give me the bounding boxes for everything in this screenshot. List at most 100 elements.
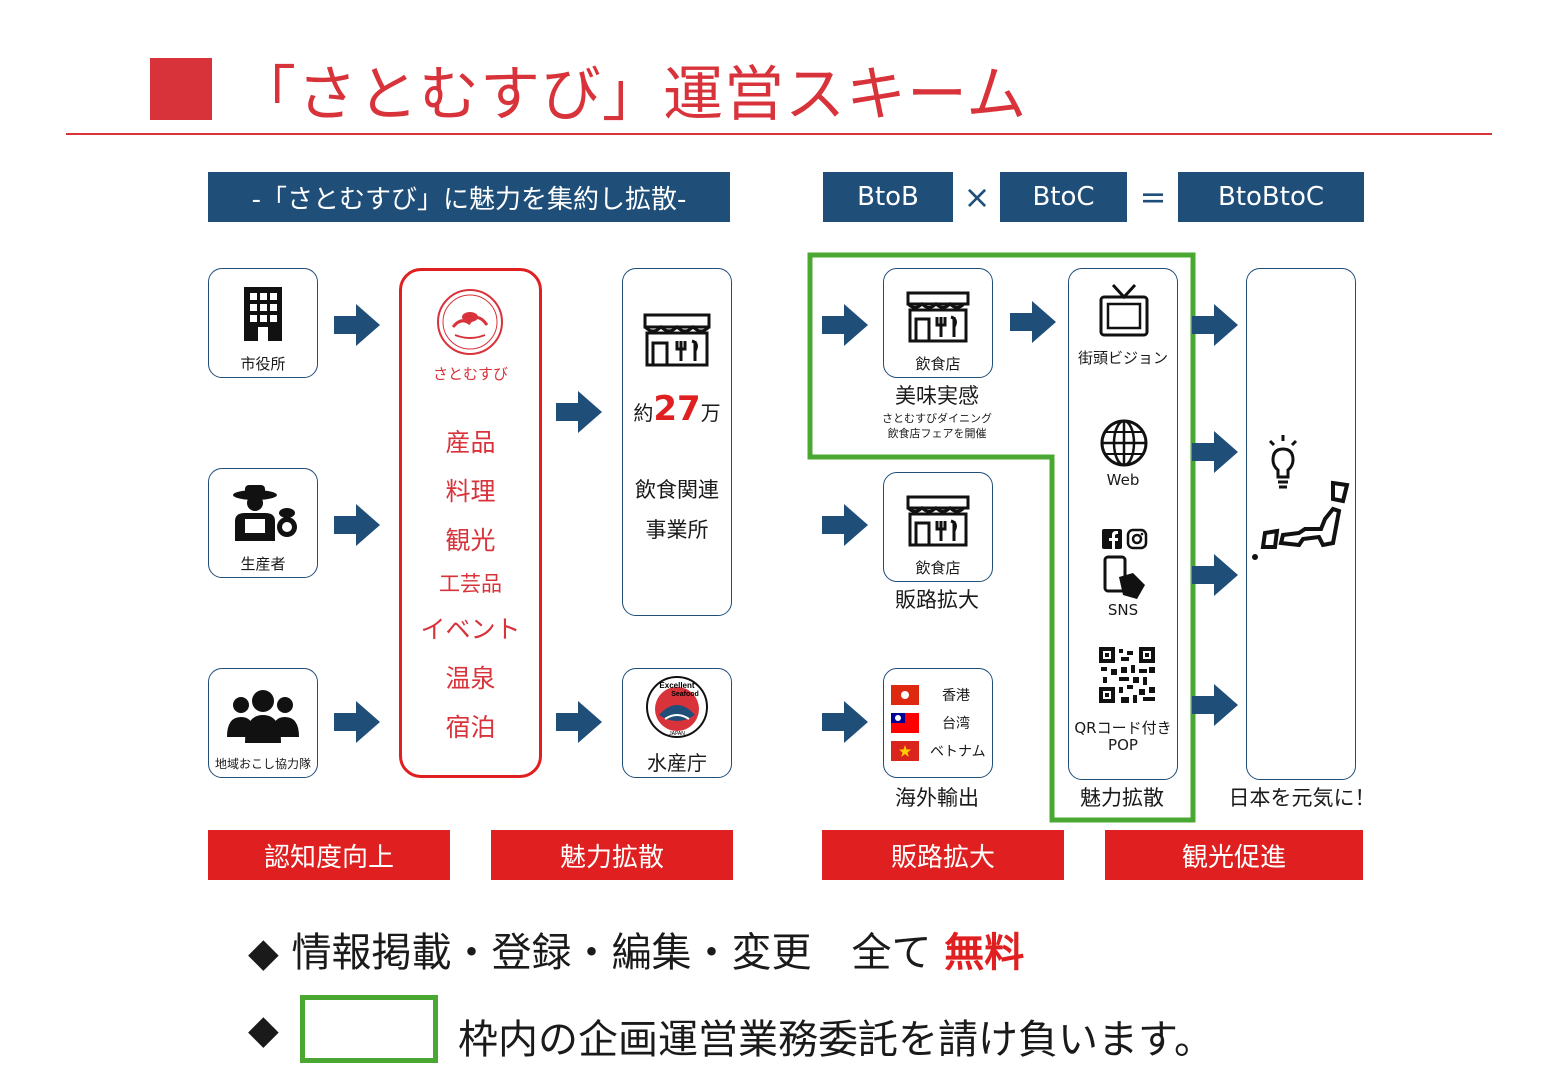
goal-label: 日本を元気に！: [1228, 786, 1376, 810]
count-prefix: 約: [633, 401, 654, 425]
globe-icon: [1100, 419, 1148, 467]
media-label: SNS: [1107, 601, 1139, 619]
taiwan-flag-icon: [891, 713, 919, 733]
bar-tourism: 観光促進: [1105, 830, 1363, 880]
japan-map-icon: [1252, 480, 1350, 560]
building-icon: [244, 287, 282, 341]
channel-title: 販路拡大: [895, 588, 979, 612]
country-label: 香港: [942, 688, 970, 704]
arrow-icon: [822, 701, 868, 743]
media-footer: 魅力拡散: [1080, 786, 1164, 810]
hub-item: 料理: [445, 477, 496, 506]
media-label: Web: [1106, 471, 1140, 489]
source-label: 市役所: [240, 355, 286, 373]
arrow-icon: [822, 304, 868, 346]
channel-restaurant-tasting: 飲食店: [883, 268, 993, 378]
media-label: POP: [1108, 736, 1138, 754]
times-sign: ×: [963, 178, 991, 216]
arrow-icon: [1192, 684, 1238, 726]
channel-overseas-export: 香港 台湾 ベトナム: [883, 668, 993, 778]
media-label: 街頭ビジョン: [1077, 349, 1168, 367]
fisheries-box: Excellent Seafood JAPAN 水産庁: [622, 668, 732, 778]
source-label: 地域おこし協力隊: [214, 757, 311, 771]
note-free-emphasis: 無料: [944, 930, 1025, 976]
btoc-label: BtoC: [1000, 172, 1127, 222]
hub-item: 産品: [445, 428, 496, 457]
restaurant-icon: [643, 313, 711, 367]
lightbulb-icon: [1268, 435, 1298, 489]
arrow-icon: [334, 504, 380, 546]
channel-box-label: 飲食店: [915, 355, 961, 373]
excellent-seafood-logo-icon: Excellent Seafood JAPAN: [646, 676, 708, 738]
channel-box-label: 飲食店: [915, 559, 961, 577]
hong-kong-flag-icon: [891, 685, 919, 705]
btob-label: BtoB: [823, 172, 953, 222]
left-banner: -「さとむすび」に魅力を集約し拡散-: [208, 172, 730, 222]
farmer-icon: [233, 485, 297, 541]
restaurant-line2: 事業所: [645, 518, 709, 542]
title-divider: [66, 133, 1492, 135]
arrow-icon: [822, 504, 868, 546]
hub-item: 観光: [445, 526, 496, 555]
arrow-icon: [556, 391, 602, 433]
country-label: ベトナム: [930, 744, 986, 760]
qr-code-icon: [1099, 647, 1155, 703]
note-free-line: ◆ 情報掲載・登録・編集・変更 全て 無料: [248, 920, 1024, 978]
channel-title: 海外輸出: [895, 786, 979, 810]
facebook-icon: [1102, 529, 1122, 549]
media-label: QRコード付き: [1074, 719, 1172, 737]
btobtoc-label: BtoBtoC: [1178, 172, 1364, 222]
equals-sign: =: [1139, 178, 1167, 216]
satomusubi-hub: さとむすび 産品 料理 観光 工芸品 イベント 温泉 宿泊: [399, 268, 542, 778]
restaurant-line1: 飲食関連: [635, 478, 719, 502]
count-number: 27: [653, 389, 701, 429]
logo-text: JAPAN: [669, 731, 685, 737]
note-bullet: ◆: [248, 1007, 279, 1053]
country-label: 台湾: [942, 716, 970, 732]
page-title: 「さとむすび」運営スキーム: [236, 60, 1028, 130]
bar-awareness: 認知度向上: [208, 830, 450, 880]
source-community-corps: 地域おこし協力隊: [208, 668, 318, 778]
restaurants-box: 約27万 飲食関連 事業所: [622, 268, 732, 616]
arrow-icon: [1192, 304, 1238, 346]
green-frame-legend: [300, 995, 438, 1063]
channel-sub: 飲食店フェアを開催: [887, 427, 987, 440]
source-label: 生産者: [240, 555, 286, 573]
note-free-text: ◆ 情報掲載・登録・編集・変更 全て: [248, 930, 932, 976]
goal-box: [1246, 268, 1356, 780]
title-square: [150, 58, 212, 120]
arrow-icon: [1010, 301, 1056, 343]
arrow-icon: [1192, 554, 1238, 596]
smartphone-hand-icon: [1103, 555, 1145, 599]
satomusubi-logo-icon: [437, 289, 503, 355]
channel-sub: さとむすびダイニング: [882, 412, 992, 425]
logo-text: Excellent: [659, 681, 694, 690]
hub-item: 工芸品: [439, 572, 502, 596]
instagram-icon: [1126, 528, 1148, 550]
channel-restaurant-sales: 飲食店: [883, 472, 993, 582]
bar-sales: 販路拡大: [822, 830, 1064, 880]
hub-item: 温泉: [445, 664, 496, 693]
tv-icon: [1099, 283, 1149, 337]
arrow-icon: [334, 701, 380, 743]
arrow-icon: [1192, 431, 1238, 473]
vietnam-flag-icon: [891, 741, 919, 761]
bar-attraction: 魅力拡散: [491, 830, 733, 880]
source-city-hall: 市役所: [208, 268, 318, 378]
count-suffix: 万: [700, 401, 721, 425]
hub-item: 宿泊: [445, 713, 496, 742]
satomusubi-logo-text: さとむすび: [432, 365, 508, 383]
restaurant-icon: [906, 291, 970, 343]
hub-item: イベント: [420, 615, 521, 644]
arrow-icon: [556, 701, 602, 743]
restaurant-icon: [906, 495, 970, 547]
restaurant-count: 約27万: [623, 389, 731, 429]
note-outsourcing-text: 枠内の企画運営業務委託を請け負います。: [458, 1017, 1214, 1063]
fisheries-label: 水産庁: [647, 751, 707, 775]
group-icon: [227, 690, 299, 743]
channel-title: 美味実感: [895, 384, 979, 408]
media-box: 街頭ビジョン Web SNS Q: [1068, 268, 1178, 780]
source-producer: 生産者: [208, 468, 318, 578]
logo-text: Seafood: [671, 691, 699, 698]
